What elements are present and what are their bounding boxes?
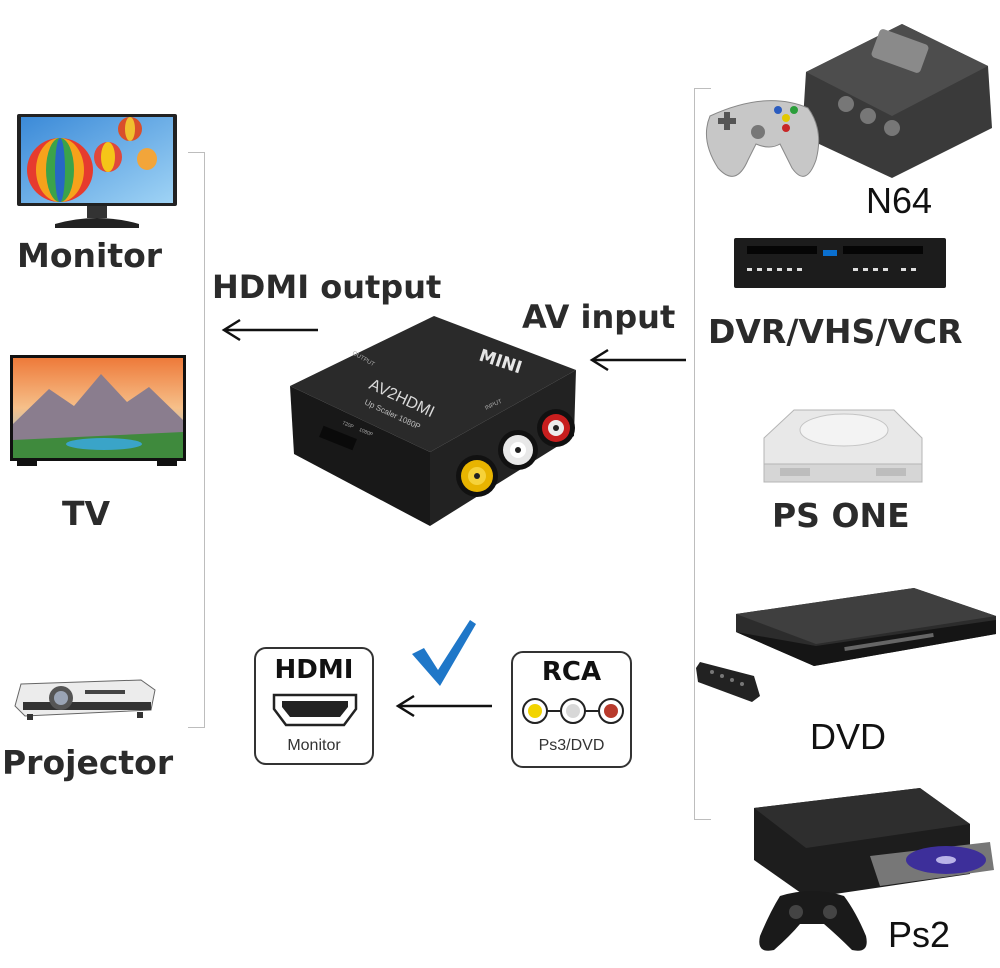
switch-label-720: 720P (341, 420, 355, 430)
tv-device (9, 354, 187, 470)
monitor-device (15, 112, 180, 234)
ps-one-device (760, 404, 926, 488)
hdmi-legend-title: HDMI (274, 655, 354, 685)
output-arrow-icon (221, 318, 318, 342)
hdmi-legend-caption: Monitor (287, 737, 341, 754)
ps2-label: Ps2 (888, 914, 951, 955)
vcr-label: DVR/VHS/VCR (708, 312, 963, 351)
ps2-device (750, 786, 998, 956)
output-bracket (188, 152, 205, 728)
rca-legend-title: RCA (541, 657, 602, 687)
av2hdmi-converter: MINI AV2HDMI Up Scaler 1080P OUTPUT INPU… (282, 312, 582, 528)
dvd-label: DVD (810, 716, 887, 757)
av-input-header: AV input (522, 298, 676, 336)
monitor-label: Monitor (17, 236, 163, 275)
hdmi-legend-box: HDMI Monitor (254, 647, 374, 765)
rca-jack-yellow (456, 455, 498, 497)
legend-arrow-icon (395, 694, 492, 718)
monitor-icon (17, 114, 177, 228)
hdmi-output-header: HDMI output (212, 268, 442, 306)
n64-console-icon (705, 24, 992, 178)
checkmark-icon (412, 620, 476, 686)
ps-one-label: PS ONE (772, 496, 910, 535)
tv-label: TV (62, 494, 111, 533)
ps-one-console-icon (763, 409, 923, 483)
rca-plugs-icon (522, 698, 624, 724)
projector-device (13, 676, 158, 722)
vcr-icon (734, 238, 946, 288)
rca-legend-caption: Ps3/DVD (538, 737, 605, 754)
n64-device (696, 20, 994, 180)
switch-label-1080: 1080P (358, 427, 374, 438)
rca-jack-white (498, 430, 538, 470)
rca-legend-box: RCA Ps3/DVD (511, 651, 632, 768)
projector-label: Projector (2, 743, 174, 782)
rca-jack-red (537, 409, 575, 447)
vcr-device (733, 236, 947, 290)
dvd-device (694, 586, 998, 706)
input-bracket (694, 88, 711, 820)
hdmi-port-icon (272, 693, 358, 727)
dvd-player-icon (696, 588, 996, 702)
tv-icon (10, 355, 186, 466)
n64-label: N64 (866, 180, 933, 221)
ps2-console-icon (754, 788, 994, 951)
projector-icon (14, 679, 156, 720)
input-arrow-icon (589, 348, 686, 372)
